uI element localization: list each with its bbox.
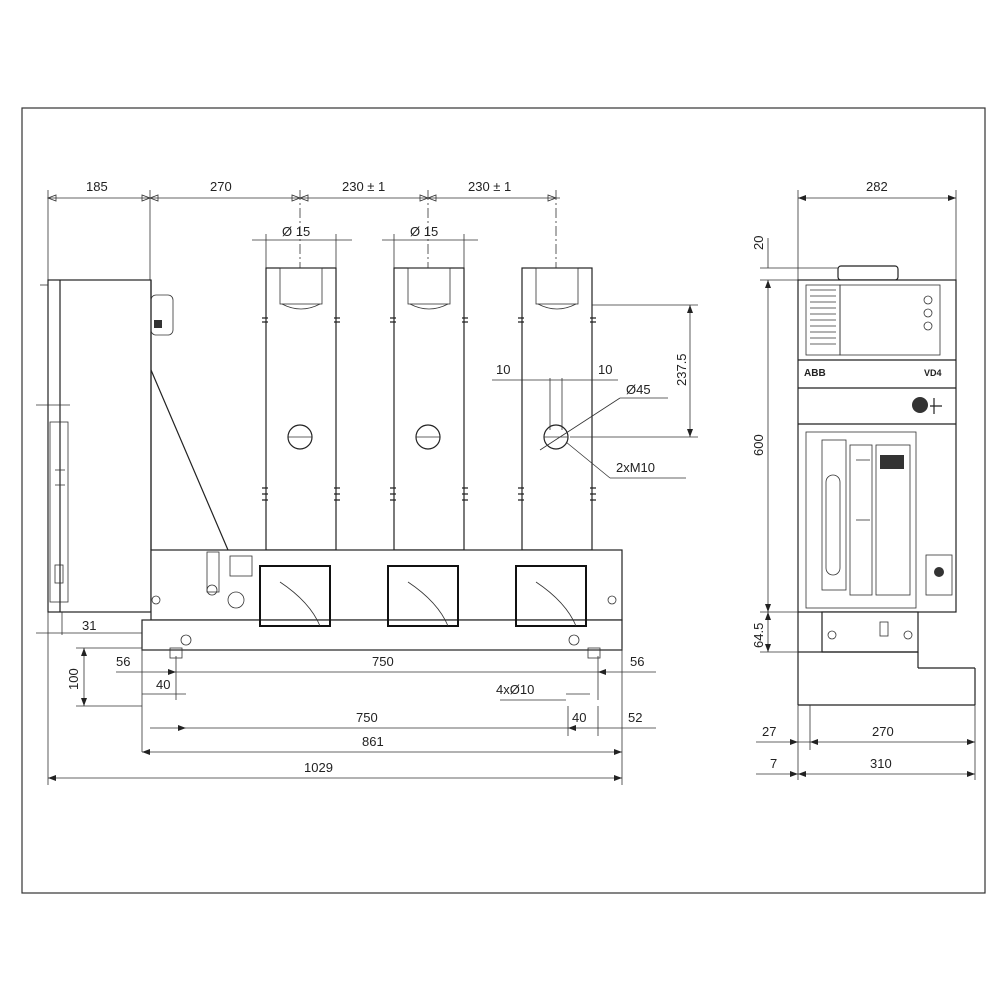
pole-right: 237.5 10 10 Ø45 2xM10 xyxy=(492,267,698,551)
dim-56-left: 56 xyxy=(116,654,130,669)
dim-230-a: 230 ± 1 xyxy=(342,179,385,194)
base-frame xyxy=(141,549,623,659)
dia-15-middle: Ø 15 xyxy=(410,224,438,239)
drawing-frame xyxy=(21,107,986,894)
side-dim-310: 310 xyxy=(870,756,892,771)
dim-100: 100 xyxy=(66,668,81,690)
dim-10-right: 10 xyxy=(598,362,612,377)
front-view: 185 270 230 ± 1 230 ± 1 31 xyxy=(36,179,698,785)
dim-230-b: 230 ± 1 xyxy=(468,179,511,194)
side-model: VD4 xyxy=(924,368,942,378)
dim-237-5: 237.5 xyxy=(674,353,689,386)
pole-middle: Ø 15 xyxy=(382,224,478,551)
dim-185: 185 xyxy=(86,179,108,194)
pole-left: Ø 15 xyxy=(252,224,352,551)
dim-40-left: 40 xyxy=(156,677,170,692)
side-dim-27: 27 xyxy=(762,724,776,739)
dim-270: 270 xyxy=(210,179,232,194)
dim-750-bottom: 750 xyxy=(356,710,378,725)
side-dim-7: 7 xyxy=(770,756,777,771)
mechanism-housing: 31 xyxy=(36,279,229,635)
side-dim-282: 282 xyxy=(866,179,888,194)
side-view: 282 20 ABB VD4 xyxy=(751,179,976,780)
side-dim-64-5: 64.5 xyxy=(751,623,766,648)
side-dim-20: 20 xyxy=(751,236,766,250)
dim-31: 31 xyxy=(82,618,96,633)
holes-4x-dia-10: 4xØ10 xyxy=(496,682,534,697)
dim-56-right: 56 xyxy=(630,654,644,669)
dim-861: 861 xyxy=(362,734,384,749)
dia-15-left: Ø 15 xyxy=(282,224,310,239)
dim-40-right: 40 xyxy=(572,710,586,725)
dim-1029: 1029 xyxy=(304,760,333,775)
dim-10-left: 10 xyxy=(496,362,510,377)
dim-52: 52 xyxy=(628,710,642,725)
side-brand: ABB xyxy=(804,368,826,379)
dim-750-top: 750 xyxy=(372,654,394,669)
dia-45: Ø45 xyxy=(626,382,651,397)
thread-2xm10: 2xM10 xyxy=(616,460,655,475)
side-dim-270: 270 xyxy=(872,724,894,739)
bottom-dimensions: 100 56 750 56 40 4xØ10 750 40 52 xyxy=(47,612,656,785)
side-dim-600: 600 xyxy=(751,434,766,456)
